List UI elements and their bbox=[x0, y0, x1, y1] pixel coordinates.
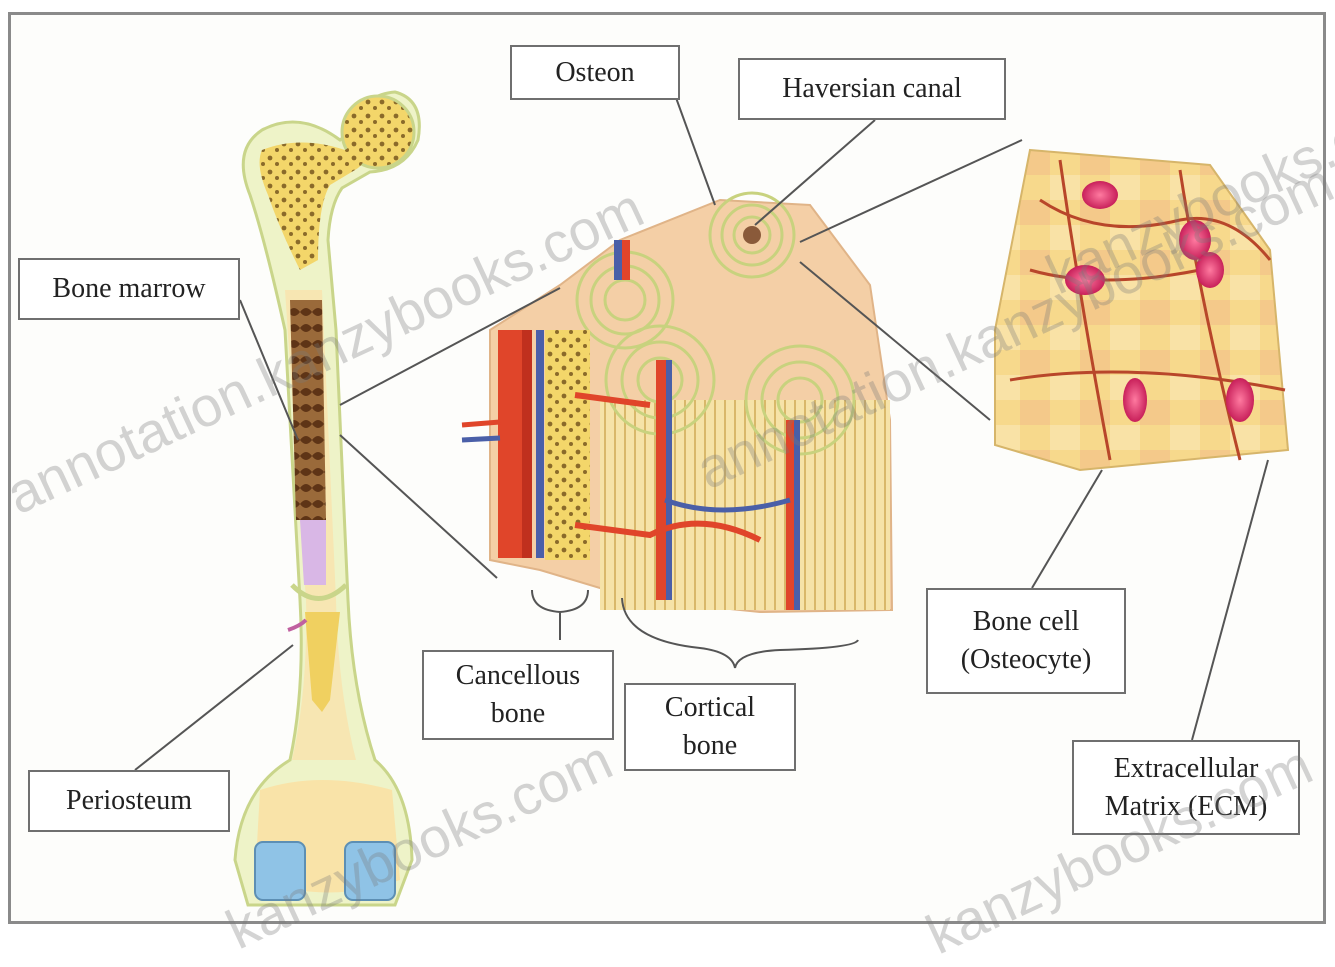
bone-cell-label-line1: Bone cell bbox=[973, 603, 1080, 641]
label-cortical-bone: Cortical bone bbox=[624, 683, 796, 771]
label-cancellous-bone: Cancellous bone bbox=[422, 650, 614, 740]
label-bone-cell: Bone cell (Osteocyte) bbox=[926, 588, 1126, 694]
label-bone-marrow: Bone marrow bbox=[18, 258, 240, 320]
cortical-bone-label-line1: Cortical bbox=[665, 689, 755, 727]
label-osteon: Osteon bbox=[510, 45, 680, 100]
label-periosteum: Periosteum bbox=[28, 770, 230, 832]
bone-cell-label-line2: (Osteocyte) bbox=[961, 641, 1092, 679]
periosteum-label-text: Periosteum bbox=[66, 782, 192, 820]
label-haversian-canal: Haversian canal bbox=[738, 58, 1006, 120]
ecm-label-line2: Matrix (ECM) bbox=[1105, 788, 1268, 826]
ecm-magnified-block bbox=[995, 150, 1288, 470]
bone-marrow-label-text: Bone marrow bbox=[52, 270, 205, 308]
osteon-label-text: Osteon bbox=[555, 54, 634, 92]
cortical-bone-label-line2: bone bbox=[683, 727, 737, 765]
cancellous-bone-label-line1: Cancellous bbox=[456, 657, 580, 695]
bone-tissue-block bbox=[462, 193, 892, 612]
bone-structure-diagram: Osteon Haversian canal Bone marrow Cance… bbox=[0, 0, 1335, 931]
label-extracellular-matrix: Extracellular Matrix (ECM) bbox=[1072, 740, 1300, 835]
cancellous-bone-label-line2: bone bbox=[491, 695, 545, 733]
haversian-canal-label-text: Haversian canal bbox=[782, 70, 962, 108]
long-bone bbox=[235, 92, 419, 905]
ecm-label-line1: Extracellular bbox=[1114, 750, 1259, 788]
